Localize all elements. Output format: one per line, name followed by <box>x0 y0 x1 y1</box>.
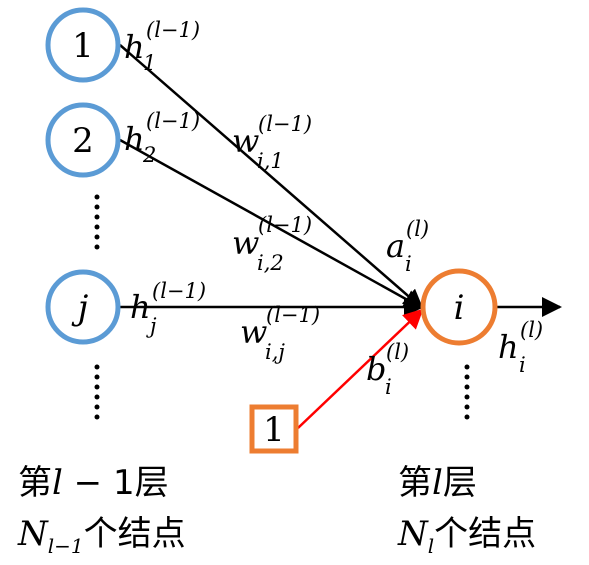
svg-text:(l−1): (l−1) <box>258 112 312 136</box>
svg-text:(l): (l) <box>520 318 543 342</box>
svg-text:(l−1): (l−1) <box>266 303 320 327</box>
label-ai: a (l) i <box>386 217 429 276</box>
output-node-i-label: i <box>454 288 465 328</box>
svg-text:i: i <box>405 252 412 276</box>
svg-text:(l−1): (l−1) <box>258 213 312 237</box>
input-node-j: j <box>45 269 121 345</box>
svg-text:b: b <box>366 350 386 388</box>
label-h1: h (l−1) 1 <box>124 18 200 75</box>
left-ellipsis-bottom <box>94 364 100 420</box>
svg-text:(l): (l) <box>406 217 429 241</box>
svg-text:(l): (l) <box>386 340 409 364</box>
label-hi: h (l) i <box>498 318 543 377</box>
caption-right-count: Nl个结点 <box>397 514 536 558</box>
svg-text:i: i <box>385 375 392 399</box>
left-ellipsis-top <box>94 194 100 250</box>
svg-text:i: i <box>519 353 526 377</box>
label-w2: w (l−1) i,2 <box>232 213 312 275</box>
svg-text:(l−1): (l−1) <box>152 279 206 303</box>
svg-text:a: a <box>386 227 405 265</box>
edge-1-to-i <box>119 44 424 310</box>
svg-text:w: w <box>232 122 259 160</box>
label-hj: h (l−1) j <box>130 279 206 338</box>
svg-text:(l−1): (l−1) <box>146 109 200 133</box>
label-h2: h (l−1) 2 <box>124 109 200 167</box>
caption-left-layer: 第l − 1层 <box>18 463 169 503</box>
caption-right-layer: 第l层 <box>398 463 477 503</box>
svg-text:i,2: i,2 <box>257 251 284 275</box>
svg-text:h: h <box>124 28 145 66</box>
svg-text:j: j <box>146 314 157 338</box>
svg-text:w: w <box>240 313 267 351</box>
svg-text:h: h <box>498 328 519 366</box>
svg-text:h: h <box>124 120 145 158</box>
edge-bias-to-i <box>297 308 424 429</box>
svg-text:(l−1): (l−1) <box>146 18 200 42</box>
output-node-i: i <box>420 268 498 346</box>
svg-text:2: 2 <box>142 143 156 167</box>
caption-left-count: Nl−1个结点 <box>17 514 186 558</box>
bias-node-label: 1 <box>263 410 285 450</box>
right-ellipsis <box>464 364 470 420</box>
edge-2-to-i <box>119 138 424 310</box>
input-node-2: 2 <box>45 102 121 178</box>
svg-text:h: h <box>130 288 151 326</box>
bias-node: 1 <box>249 404 299 454</box>
label-w1: w (l−1) i,1 <box>232 112 312 173</box>
input-node-2-label: 2 <box>72 121 94 161</box>
svg-text:w: w <box>232 224 259 262</box>
input-node-1-label: 1 <box>72 26 94 66</box>
svg-text:i,1: i,1 <box>257 149 284 173</box>
label-wj: w (l−1) i,j <box>240 303 320 364</box>
svg-text:1: 1 <box>143 51 156 75</box>
svg-text:i,j: i,j <box>265 340 285 364</box>
input-node-1: 1 <box>45 7 121 83</box>
label-bi: b (l) i <box>366 340 409 399</box>
